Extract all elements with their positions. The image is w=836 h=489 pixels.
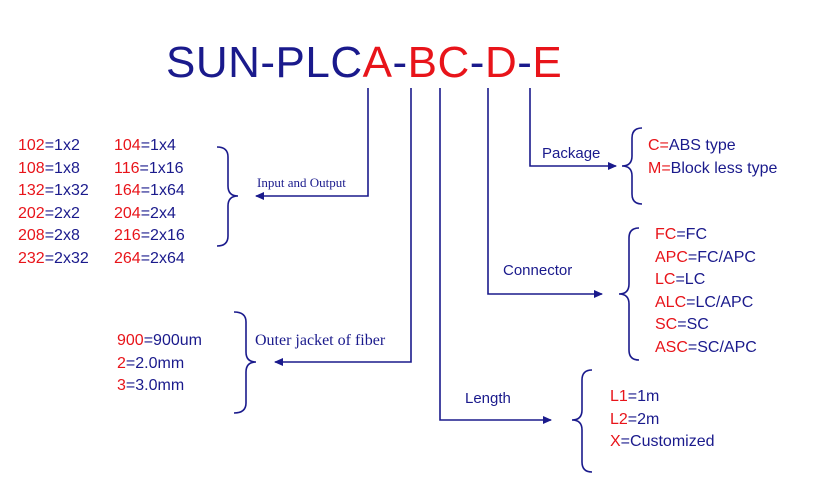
list-item: 202=2x2 — [18, 204, 80, 222]
title-dash-3: - — [517, 38, 533, 87]
list-item: C=ABS type — [648, 137, 736, 154]
list-item: 216=2x16 — [114, 227, 185, 244]
list-item: ASC=SC/APC — [655, 338, 757, 356]
list-item: LC=LC — [655, 271, 706, 288]
title-dash-1: - — [392, 38, 408, 87]
list-item: M=Block less type — [648, 159, 778, 177]
line-length — [439, 88, 552, 424]
brace-connector — [618, 227, 640, 361]
list-item: SC=SC — [655, 316, 709, 333]
label-connector: Connector — [503, 262, 573, 279]
list-item: L1=1m — [610, 388, 660, 405]
list-item: FC=FC — [655, 226, 707, 243]
list-item: 108=1x8 — [18, 159, 80, 177]
line-package — [529, 88, 617, 170]
label-input-output: Input and Output — [257, 175, 346, 190]
list-item: 104=1x4 — [114, 137, 176, 154]
title-segment-e: E — [532, 38, 563, 87]
line-connector — [487, 88, 603, 298]
list-item: 3=3.0mm — [117, 377, 185, 394]
list-item: 164=1x64 — [114, 182, 185, 199]
list-item: 102=1x2 — [18, 137, 80, 154]
title-segment-a: A — [362, 38, 393, 87]
list-item: 900=900um — [117, 332, 202, 349]
brace-input-output — [216, 146, 239, 247]
list-item: 2=2.0mm — [117, 354, 185, 372]
package-options: C=ABS type M=Block less type — [648, 135, 777, 180]
title-base: SUN-PLC — [166, 38, 363, 87]
list-item: 132=1x32 — [18, 182, 89, 199]
model-code-title: SUN-PLCA-BC-D-E — [166, 38, 562, 88]
list-item: APC=FC/APC — [655, 248, 756, 266]
label-length: Length — [465, 390, 511, 407]
list-item: 264=2x64 — [114, 249, 185, 267]
brace-package — [621, 127, 643, 205]
input-output-options-col1: 102=1x2 108=1x8 132=1x32 202=2x2 208=2x8… — [18, 135, 89, 270]
title-segment-bc: BC — [407, 38, 470, 87]
list-item: 116=1x16 — [114, 159, 184, 177]
list-item: L2=2m — [610, 410, 660, 428]
connector-options: FC=FC APC=FC/APC LC=LC ALC=LC/APC SC=SC … — [655, 224, 757, 359]
line-input-output — [255, 88, 369, 200]
line-outer-jacket — [274, 88, 412, 366]
label-outer-jacket: Outer jacket of fiber — [255, 332, 386, 349]
list-item: X=Customized — [610, 433, 715, 450]
brace-outer-jacket — [233, 311, 257, 414]
list-item: 208=2x8 — [18, 227, 80, 244]
list-item: 204=2x4 — [114, 204, 176, 222]
list-item: 232=2x32 — [18, 249, 89, 267]
title-dash-2: - — [469, 38, 485, 87]
label-package: Package — [542, 145, 601, 162]
length-options: L1=1m L2=2m X=Customized — [610, 386, 715, 454]
list-item: ALC=LC/APC — [655, 293, 754, 311]
input-output-options-col2: 104=1x4 116=1x16 164=1x64 204=2x4 216=2x… — [114, 135, 185, 270]
brace-length — [571, 369, 593, 473]
title-segment-d: D — [484, 38, 518, 87]
jacket-options: 900=900um 2=2.0mm 3=3.0mm — [117, 330, 202, 398]
